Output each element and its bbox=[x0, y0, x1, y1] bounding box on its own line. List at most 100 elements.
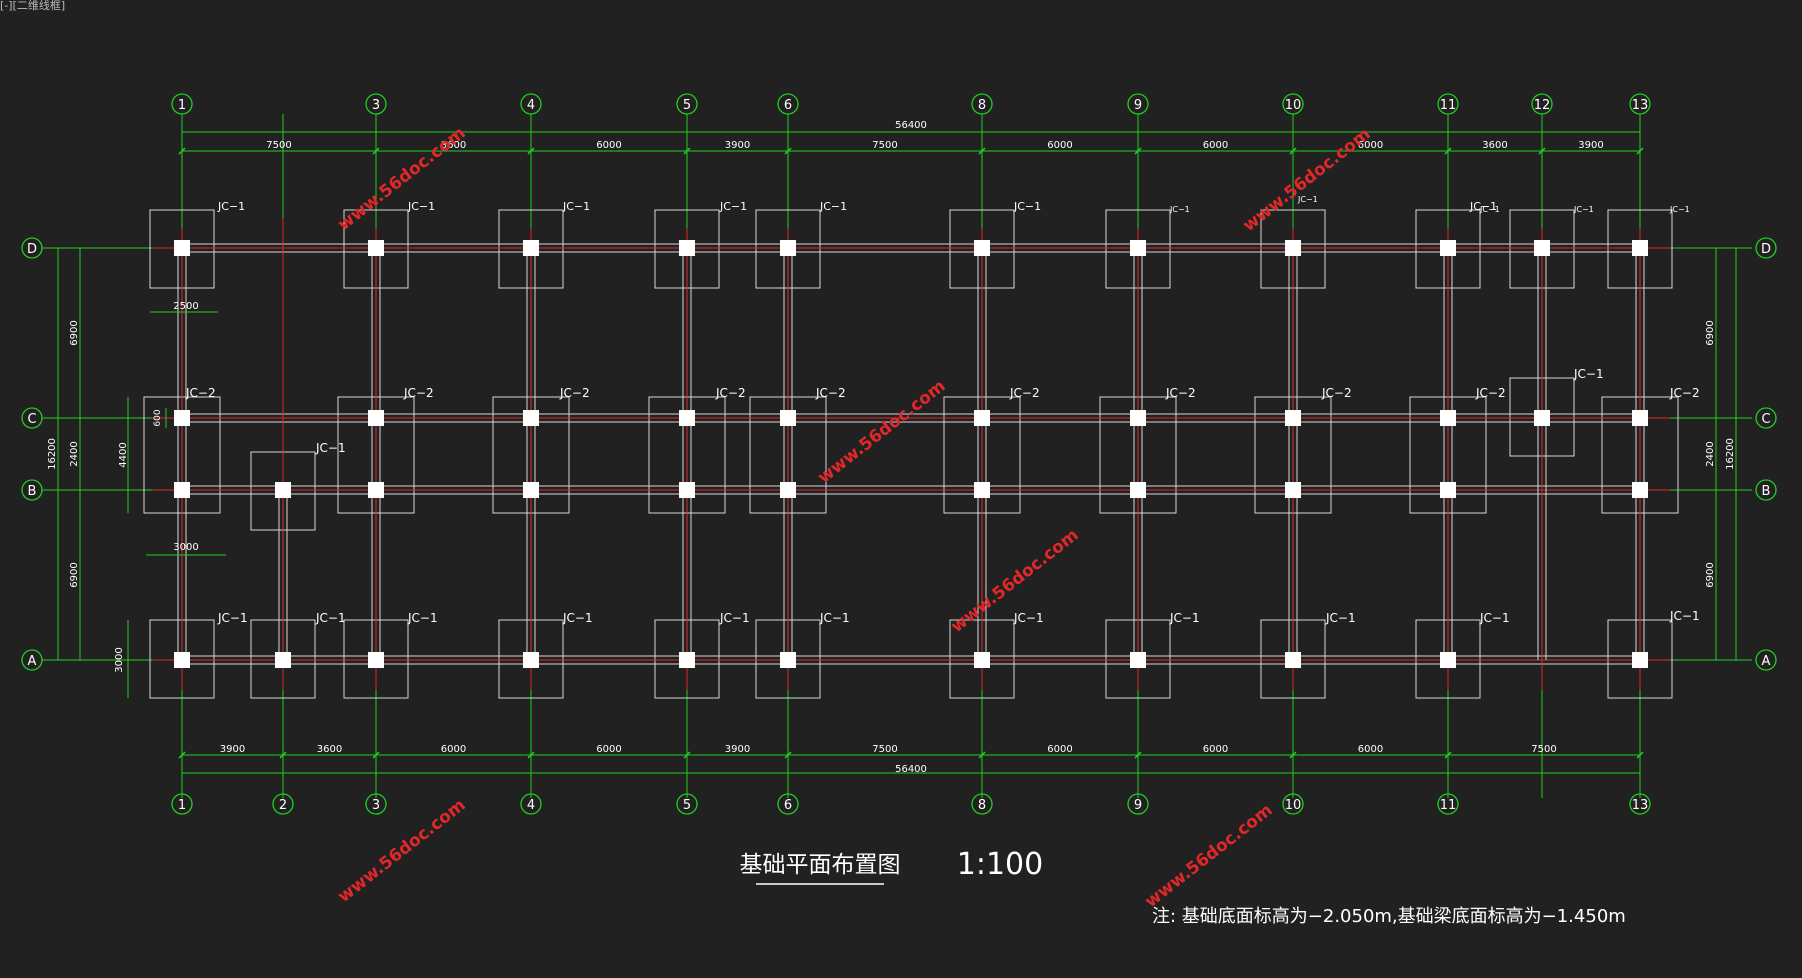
dim-tick bbox=[683, 751, 691, 759]
bottom-axis-2-label: 2 bbox=[279, 798, 287, 813]
top-axis-5-label: 5 bbox=[683, 98, 691, 113]
bottom-axis-4-bubble bbox=[520, 793, 542, 815]
column bbox=[1440, 410, 1456, 426]
column bbox=[174, 240, 190, 256]
column bbox=[974, 410, 990, 426]
dim-top-segment: 7500 bbox=[872, 140, 897, 151]
dim-detail-2500: 2500 bbox=[173, 301, 198, 312]
column bbox=[523, 482, 539, 498]
dim-tick bbox=[1636, 147, 1644, 155]
column bbox=[275, 652, 291, 668]
dim-tick bbox=[178, 147, 186, 155]
right-axis-B-bubble bbox=[1755, 479, 1777, 501]
bottom-axis-13-label: 13 bbox=[1632, 798, 1649, 813]
top-axis-3-label: 3 bbox=[372, 98, 380, 113]
top-axis-5-bubble bbox=[676, 93, 698, 115]
watermark-text: www.56doc.com bbox=[1239, 124, 1374, 236]
label-jc1-small: JC−1 bbox=[1169, 205, 1190, 214]
label-jc2: JC−2 bbox=[559, 386, 590, 400]
column bbox=[1130, 240, 1146, 256]
column bbox=[780, 652, 796, 668]
dim-top-segment: 3600 bbox=[441, 140, 466, 151]
bottom-axis-8-bubble bbox=[971, 793, 993, 815]
bottom-axis-3-label: 3 bbox=[372, 798, 380, 813]
dim-bottom-total: 56400 bbox=[895, 764, 927, 775]
viewport-tab-label[interactable]: [-][二维线框] bbox=[0, 0, 66, 12]
dim-tick bbox=[178, 751, 186, 759]
top-axis-13-label: 13 bbox=[1632, 98, 1649, 113]
dim-right-segment: 6900 bbox=[1705, 320, 1716, 345]
bottom-axis-5-bubble bbox=[676, 793, 698, 815]
label-jc1: JC−1 bbox=[819, 200, 847, 213]
dim-detail-3000-v: 3000 bbox=[114, 647, 125, 672]
dim-tick bbox=[372, 147, 380, 155]
top-axis-6-bubble bbox=[777, 93, 799, 115]
label-jc1-small: JC−1 bbox=[1669, 205, 1690, 214]
column bbox=[780, 240, 796, 256]
column bbox=[1285, 482, 1301, 498]
label-jc1: JC−1 bbox=[407, 200, 435, 213]
bottom-axis-5-label: 5 bbox=[683, 798, 691, 813]
label-jc1-small: JC−1 bbox=[1573, 205, 1594, 214]
dim-bottom-segment: 3900 bbox=[725, 744, 750, 755]
watermark-text: www.56doc.com bbox=[334, 123, 469, 235]
label-jc1-small: JC−1 bbox=[1297, 195, 1318, 204]
dim-bottom-segment: 7500 bbox=[872, 744, 897, 755]
label-jc1: JC−1 bbox=[217, 611, 248, 625]
dim-right-segment: 6900 bbox=[1705, 562, 1716, 587]
top-axis-9-label: 9 bbox=[1134, 98, 1142, 113]
dim-left-segment: 2400 bbox=[69, 441, 80, 466]
column bbox=[1440, 240, 1456, 256]
right-axis-A-label: A bbox=[1762, 654, 1771, 669]
column bbox=[974, 482, 990, 498]
bottom-axis-10-label: 10 bbox=[1285, 798, 1302, 813]
label-jc1: JC−1 bbox=[1169, 611, 1200, 625]
left-axis-C-label: C bbox=[27, 412, 36, 427]
column bbox=[679, 652, 695, 668]
label-jc1: JC−1 bbox=[1469, 200, 1497, 213]
dim-right-segment: 2400 bbox=[1705, 441, 1716, 466]
watermark-text: www.56doc.com bbox=[1141, 800, 1276, 912]
top-axis-10-bubble bbox=[1282, 93, 1304, 115]
label-jc1: JC−1 bbox=[1325, 611, 1356, 625]
dim-right-total: 16200 bbox=[1725, 438, 1736, 470]
column bbox=[523, 652, 539, 668]
column bbox=[679, 240, 695, 256]
label-jc1: JC−1 bbox=[562, 200, 590, 213]
left-axis-A-bubble bbox=[21, 649, 43, 671]
dim-top-segment: 7500 bbox=[266, 140, 291, 151]
dim-top-segment: 3600 bbox=[1482, 140, 1507, 151]
label-jc2: JC−2 bbox=[715, 386, 746, 400]
right-axis-A-bubble bbox=[1755, 649, 1777, 671]
label-jc1: JC−1 bbox=[315, 441, 346, 455]
dim-tick bbox=[978, 751, 986, 759]
top-axis-11-label: 11 bbox=[1440, 98, 1457, 113]
dim-detail-3000: 3000 bbox=[173, 542, 198, 553]
bottom-axis-13-bubble bbox=[1629, 793, 1651, 815]
dim-tick bbox=[1444, 147, 1452, 155]
dim-top-segment: 6000 bbox=[1047, 140, 1072, 151]
dim-bottom-segment: 3900 bbox=[220, 744, 245, 755]
column bbox=[275, 482, 291, 498]
left-axis-C-bubble bbox=[21, 407, 43, 429]
column bbox=[368, 410, 384, 426]
top-axis-12-bubble bbox=[1531, 93, 1553, 115]
bottom-axis-1-label: 1 bbox=[178, 798, 186, 813]
column bbox=[368, 482, 384, 498]
columns bbox=[174, 240, 1648, 668]
bottom-axis-6-bubble bbox=[777, 793, 799, 815]
bottom-axis-4-label: 4 bbox=[527, 798, 535, 813]
column bbox=[368, 652, 384, 668]
dim-detail-600: 600 bbox=[153, 409, 163, 426]
dim-bottom-segment: 6000 bbox=[1203, 744, 1228, 755]
bottom-axis-9-bubble bbox=[1127, 793, 1149, 815]
dim-tick bbox=[1134, 751, 1142, 759]
column bbox=[780, 410, 796, 426]
dim-bottom-segment: 7500 bbox=[1531, 744, 1556, 755]
dim-tick bbox=[683, 147, 691, 155]
right-axis-C-label: C bbox=[1761, 412, 1770, 427]
dim-tick bbox=[1444, 751, 1452, 759]
